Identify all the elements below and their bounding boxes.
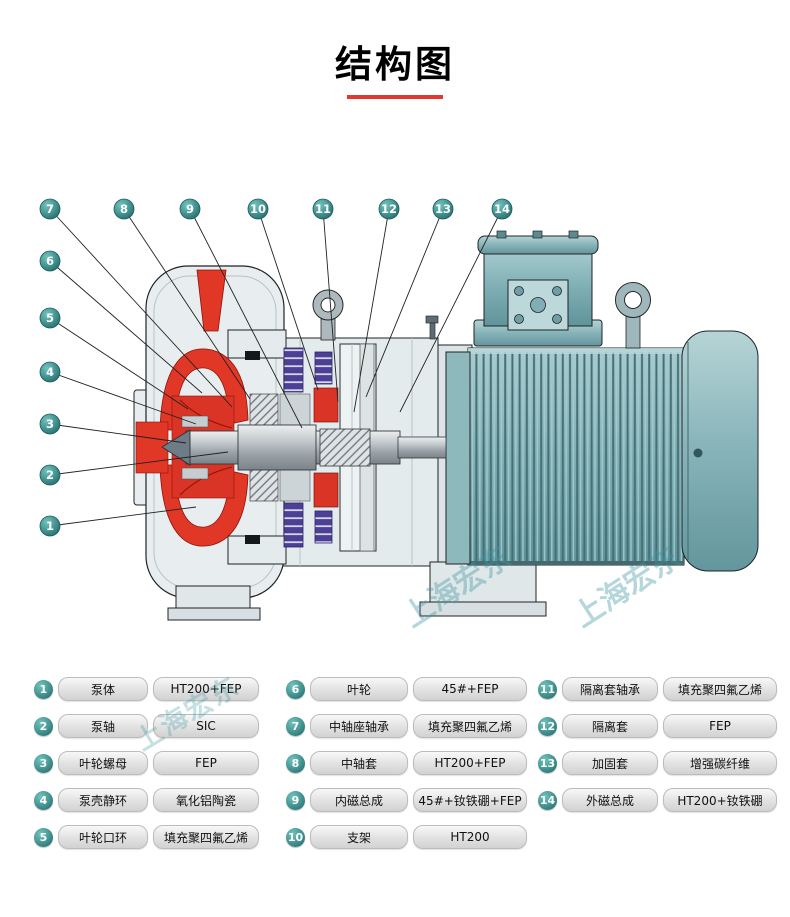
legend-row-2: 2 泵轴 SIC	[34, 714, 259, 738]
svg-text:14: 14	[494, 202, 510, 216]
callout-13: 13	[432, 198, 454, 220]
part-name: 泵轴	[58, 714, 148, 738]
part-material: 增强碳纤维	[663, 751, 777, 775]
legend-row-5: 5 叶轮口环 填充聚四氟乙烯	[34, 825, 259, 849]
part-name: 支架	[310, 825, 408, 849]
part-material: 填充聚四氟乙烯	[153, 825, 259, 849]
leader-lines	[49, 208, 503, 527]
part-number-badge: 9	[286, 790, 305, 810]
motor-eye-bolt-icon	[615, 282, 651, 349]
svg-text:11: 11	[315, 202, 331, 216]
svg-text:6: 6	[46, 254, 54, 268]
svg-text:1: 1	[46, 519, 54, 533]
motor	[445, 230, 759, 572]
part-name: 加固套	[562, 751, 658, 775]
part-name: 内磁总成	[310, 788, 408, 812]
legend-column-1: 1 泵体 HT200+FEP 2 泵轴 SIC 3 叶轮螺母 FEP 4 泵壳静…	[34, 677, 259, 849]
part-number-badge: 8	[286, 753, 305, 773]
callout-12: 12	[378, 198, 400, 220]
callout-1: 1	[39, 515, 61, 537]
svg-text:2: 2	[46, 468, 54, 482]
part-material: 填充聚四氟乙烯	[413, 714, 527, 738]
svg-text:4: 4	[46, 365, 54, 379]
part-number-badge: 10	[286, 827, 305, 847]
legend-row-9: 9 内磁总成 45#+钕铁硼+FEP	[286, 788, 527, 812]
svg-text:5: 5	[46, 311, 54, 325]
part-material: HT200+钕铁硼	[663, 788, 777, 812]
part-material: 填充聚四氟乙烯	[663, 677, 777, 701]
part-number-badge: 13	[538, 753, 557, 773]
part-material: HT200+FEP	[153, 677, 259, 701]
part-number-badge: 14	[538, 790, 557, 810]
part-name: 叶轮	[310, 677, 408, 701]
legend-row-12: 12 隔离套 FEP	[538, 714, 777, 738]
legend-row-6: 6 叶轮 45#+FEP	[286, 677, 527, 701]
svg-text:10: 10	[250, 202, 266, 216]
part-number-badge: 2	[34, 716, 53, 736]
callout-10: 10	[247, 198, 269, 220]
legend-row-3: 3 叶轮螺母 FEP	[34, 751, 259, 775]
part-number-badge: 6	[286, 679, 305, 699]
legend-row-1: 1 泵体 HT200+FEP	[34, 677, 259, 701]
part-material: HT200+FEP	[413, 751, 527, 775]
svg-text:9: 9	[186, 202, 194, 216]
legend-row-13: 13 加固套 增强碳纤维	[538, 751, 777, 775]
callout-8: 8	[113, 198, 135, 220]
part-material: 45#+FEP	[413, 677, 527, 701]
pump-structure-diagram: 上海宏东 上海宏东 7 8 9	[39, 198, 759, 635]
legend-column-3: 11 隔离套轴承 填充聚四氟乙烯 12 隔离套 FEP 13 加固套 增强碳纤维…	[538, 677, 777, 812]
part-name: 外磁总成	[562, 788, 658, 812]
bracket-eye-bolt-icon	[312, 289, 344, 341]
callout-3: 3	[39, 413, 61, 435]
part-material: FEP	[663, 714, 777, 738]
part-material: SIC	[153, 714, 259, 738]
callout-14: 14	[491, 198, 513, 220]
legend-row-14: 14 外磁总成 HT200+钕铁硼	[538, 788, 777, 812]
shaft	[161, 351, 447, 544]
part-material: 45#+钕铁硼+FEP	[413, 788, 527, 812]
svg-text:13: 13	[435, 202, 451, 216]
svg-text:12: 12	[381, 202, 397, 216]
part-material: 氧化铝陶瓷	[153, 788, 259, 812]
legend-row-8: 8 中轴套 HT200+FEP	[286, 751, 527, 775]
part-number-badge: 7	[286, 716, 305, 736]
part-number-badge: 11	[538, 679, 557, 699]
legend-row-10: 10 支架 HT200	[286, 825, 527, 849]
svg-text:3: 3	[46, 417, 54, 431]
legend-column-2: 6 叶轮 45#+FEP 7 中轴座轴承 填充聚四氟乙烯 8 中轴套 HT200…	[286, 677, 527, 849]
part-number-badge: 12	[538, 716, 557, 736]
part-name: 泵壳静环	[58, 788, 148, 812]
callout-6: 6	[39, 250, 61, 272]
page-title: 结构图	[335, 43, 455, 86]
title-underline	[347, 95, 443, 99]
callout-11: 11	[312, 198, 334, 220]
part-number-badge: 1	[34, 679, 53, 699]
callout-9: 9	[179, 198, 201, 220]
callout-5: 5	[39, 307, 61, 329]
part-name: 隔离套	[562, 714, 658, 738]
terminal-box	[473, 230, 603, 347]
part-name: 中轴套	[310, 751, 408, 775]
part-name: 中轴座轴承	[310, 714, 408, 738]
svg-text:7: 7	[46, 202, 54, 216]
part-number-badge: 3	[34, 753, 53, 773]
part-name: 隔离套轴承	[562, 677, 658, 701]
callout-2: 2	[39, 464, 61, 486]
legend-row-11: 11 隔离套轴承 填充聚四氟乙烯	[538, 677, 777, 701]
part-number-badge: 5	[34, 827, 53, 847]
svg-text:8: 8	[120, 202, 128, 216]
part-name: 叶轮口环	[58, 825, 148, 849]
part-material: FEP	[153, 751, 259, 775]
part-number-badge: 4	[34, 790, 53, 810]
legend-row-7: 7 中轴座轴承 填充聚四氟乙烯	[286, 714, 527, 738]
legend-row-4: 4 泵壳静环 氧化铝陶瓷	[34, 788, 259, 812]
part-material: HT200	[413, 825, 527, 849]
callout-7: 7	[39, 198, 61, 220]
parts-legend: 1 泵体 HT200+FEP 2 泵轴 SIC 3 叶轮螺母 FEP 4 泵壳静…	[0, 677, 790, 878]
part-name: 叶轮螺母	[58, 751, 148, 775]
part-name: 泵体	[58, 677, 148, 701]
callout-4: 4	[39, 361, 61, 383]
